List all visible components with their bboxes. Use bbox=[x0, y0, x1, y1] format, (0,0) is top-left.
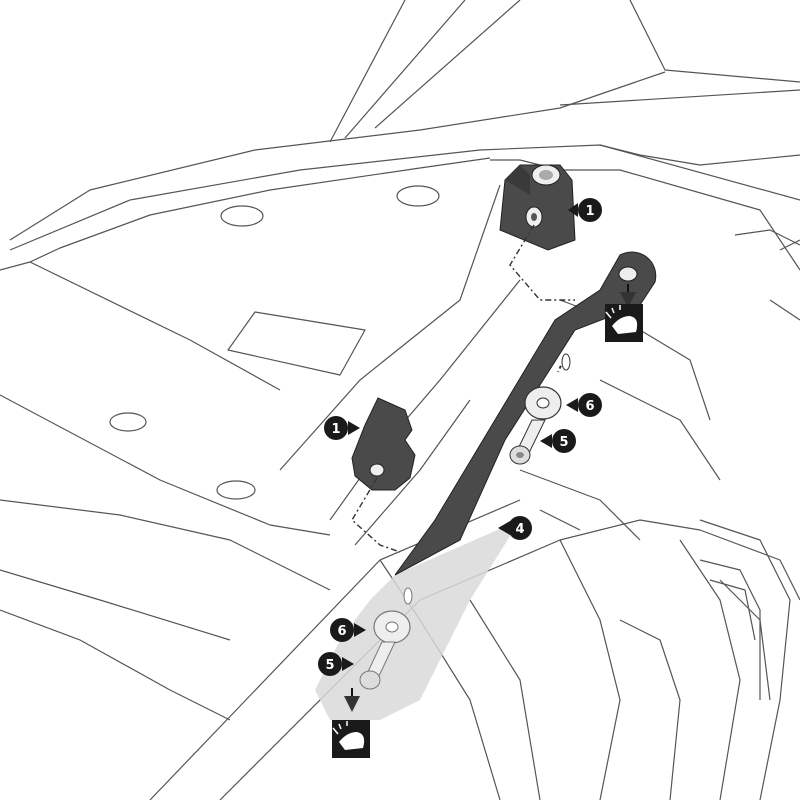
callout-label: 1 bbox=[585, 204, 594, 219]
torque-wrench-icon-lower bbox=[332, 688, 370, 758]
callout-bar: 4 bbox=[498, 516, 532, 540]
callout-bracket-top: 1 bbox=[568, 198, 602, 222]
callout-label: 5 bbox=[325, 658, 334, 673]
callout-bracket-bottom: 1 bbox=[324, 416, 360, 440]
bracket-bottom bbox=[351, 397, 416, 491]
callout-washer-lower: 6 bbox=[330, 618, 366, 642]
callout-washer-upper: 6 bbox=[566, 393, 602, 417]
callout-screw-lower: 5 bbox=[318, 652, 354, 676]
washer-lower bbox=[373, 610, 411, 644]
callout-label: 4 bbox=[515, 522, 524, 537]
bar-part bbox=[394, 251, 657, 576]
callout-label: 6 bbox=[585, 399, 594, 414]
callout-label: 6 bbox=[337, 624, 346, 639]
torque-wrench-icon bbox=[605, 284, 643, 342]
callout-label: 5 bbox=[559, 435, 568, 450]
screw-lower bbox=[359, 641, 396, 690]
assembly-guide-lines bbox=[351, 224, 575, 553]
bar-ghost-section bbox=[315, 520, 520, 720]
callout-screw-upper: 5 bbox=[540, 429, 576, 453]
screw-upper bbox=[509, 419, 546, 465]
bracket-top bbox=[499, 164, 576, 251]
callout-label: 1 bbox=[331, 422, 340, 437]
washer-upper bbox=[524, 386, 562, 420]
